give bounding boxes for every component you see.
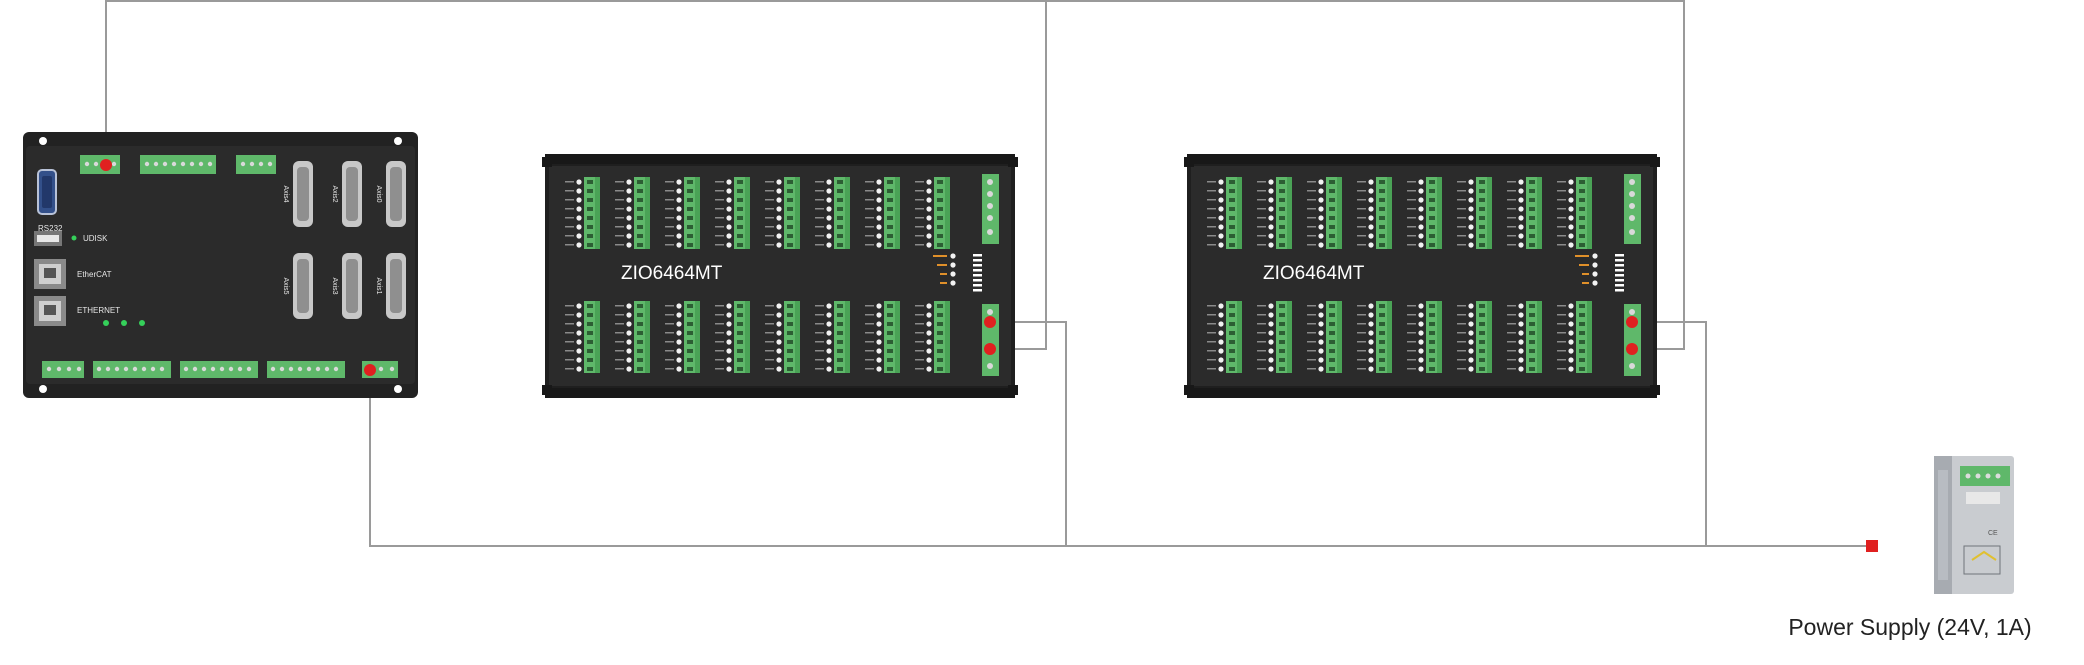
usb-port	[34, 231, 62, 246]
axis4-label: Axis4	[282, 185, 289, 202]
axis5-label: Axis5	[282, 277, 289, 294]
ethercat-label: EtherCAT	[77, 270, 112, 279]
wires	[105, 0, 1873, 547]
power-supply-label: Power Supply (24V, 1A)	[1788, 614, 2032, 640]
status-leds	[103, 320, 145, 326]
svg-text:CE: CE	[1988, 530, 1998, 537]
axis0-label: Axis0	[375, 185, 382, 202]
udisk-led	[71, 235, 77, 241]
io-module-1: ZIO6464MT	[542, 154, 1018, 398]
can-connection-point	[100, 159, 112, 171]
io-module-2-power-connection	[1626, 316, 1638, 328]
ethercat-port	[34, 259, 66, 289]
power-bus-wire	[369, 321, 1873, 547]
top-terminal-outputs	[140, 155, 216, 174]
io-module-2: ZIO6464MT	[1184, 154, 1660, 398]
io-module-1-power-connection	[984, 316, 996, 328]
rs232-label: RS232	[38, 224, 63, 233]
can-bus-wire	[105, 0, 1685, 350]
io-module-1-title: ZIO6464MT	[621, 263, 723, 284]
power-supply: CE	[1934, 456, 2014, 594]
rs232-port	[37, 169, 57, 215]
bottom-terminals	[42, 361, 398, 378]
axis2-label: Axis2	[331, 185, 338, 202]
io-module-2-title: ZIO6464MT	[1263, 263, 1365, 284]
io-module-1-can-connection	[984, 343, 996, 355]
can-terminal	[80, 155, 120, 174]
udisk-label: UDISK	[83, 234, 108, 243]
controller-power-connection-point	[364, 364, 376, 376]
axis1-label: Axis1	[375, 277, 382, 294]
motion-controller: RS232 UDISK EtherCAT ETHERNET	[23, 132, 418, 398]
io-module-2-can-connection	[1626, 343, 1638, 355]
axis-connectors	[293, 161, 406, 319]
ethernet-label: ETHERNET	[77, 306, 120, 315]
power-supply-connection-point	[1866, 540, 1878, 552]
ethernet-port	[34, 296, 66, 326]
top-terminal-aux	[236, 155, 276, 174]
axis3-label: Axis3	[331, 277, 338, 294]
